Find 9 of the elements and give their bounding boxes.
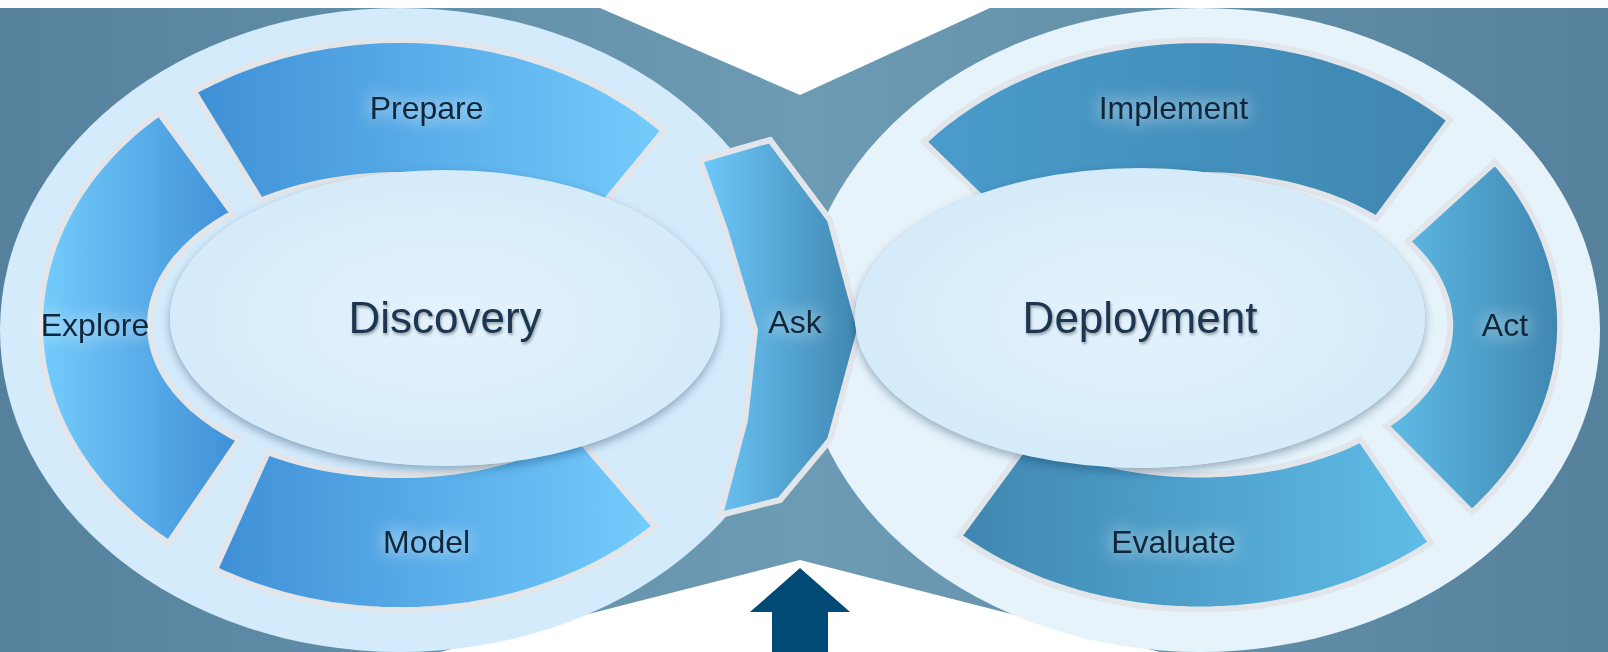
phase-title: Deployment	[1022, 293, 1258, 343]
step-label: Prepare	[369, 89, 484, 127]
step-label: Explore	[40, 306, 150, 344]
step-label: Ask	[768, 303, 822, 341]
phase-title: Discovery	[348, 293, 542, 343]
step-label: Act	[1481, 306, 1529, 344]
step-label: Evaluate	[1111, 523, 1236, 561]
step-label: Implement	[1098, 89, 1249, 127]
step-label: Model	[383, 523, 471, 561]
